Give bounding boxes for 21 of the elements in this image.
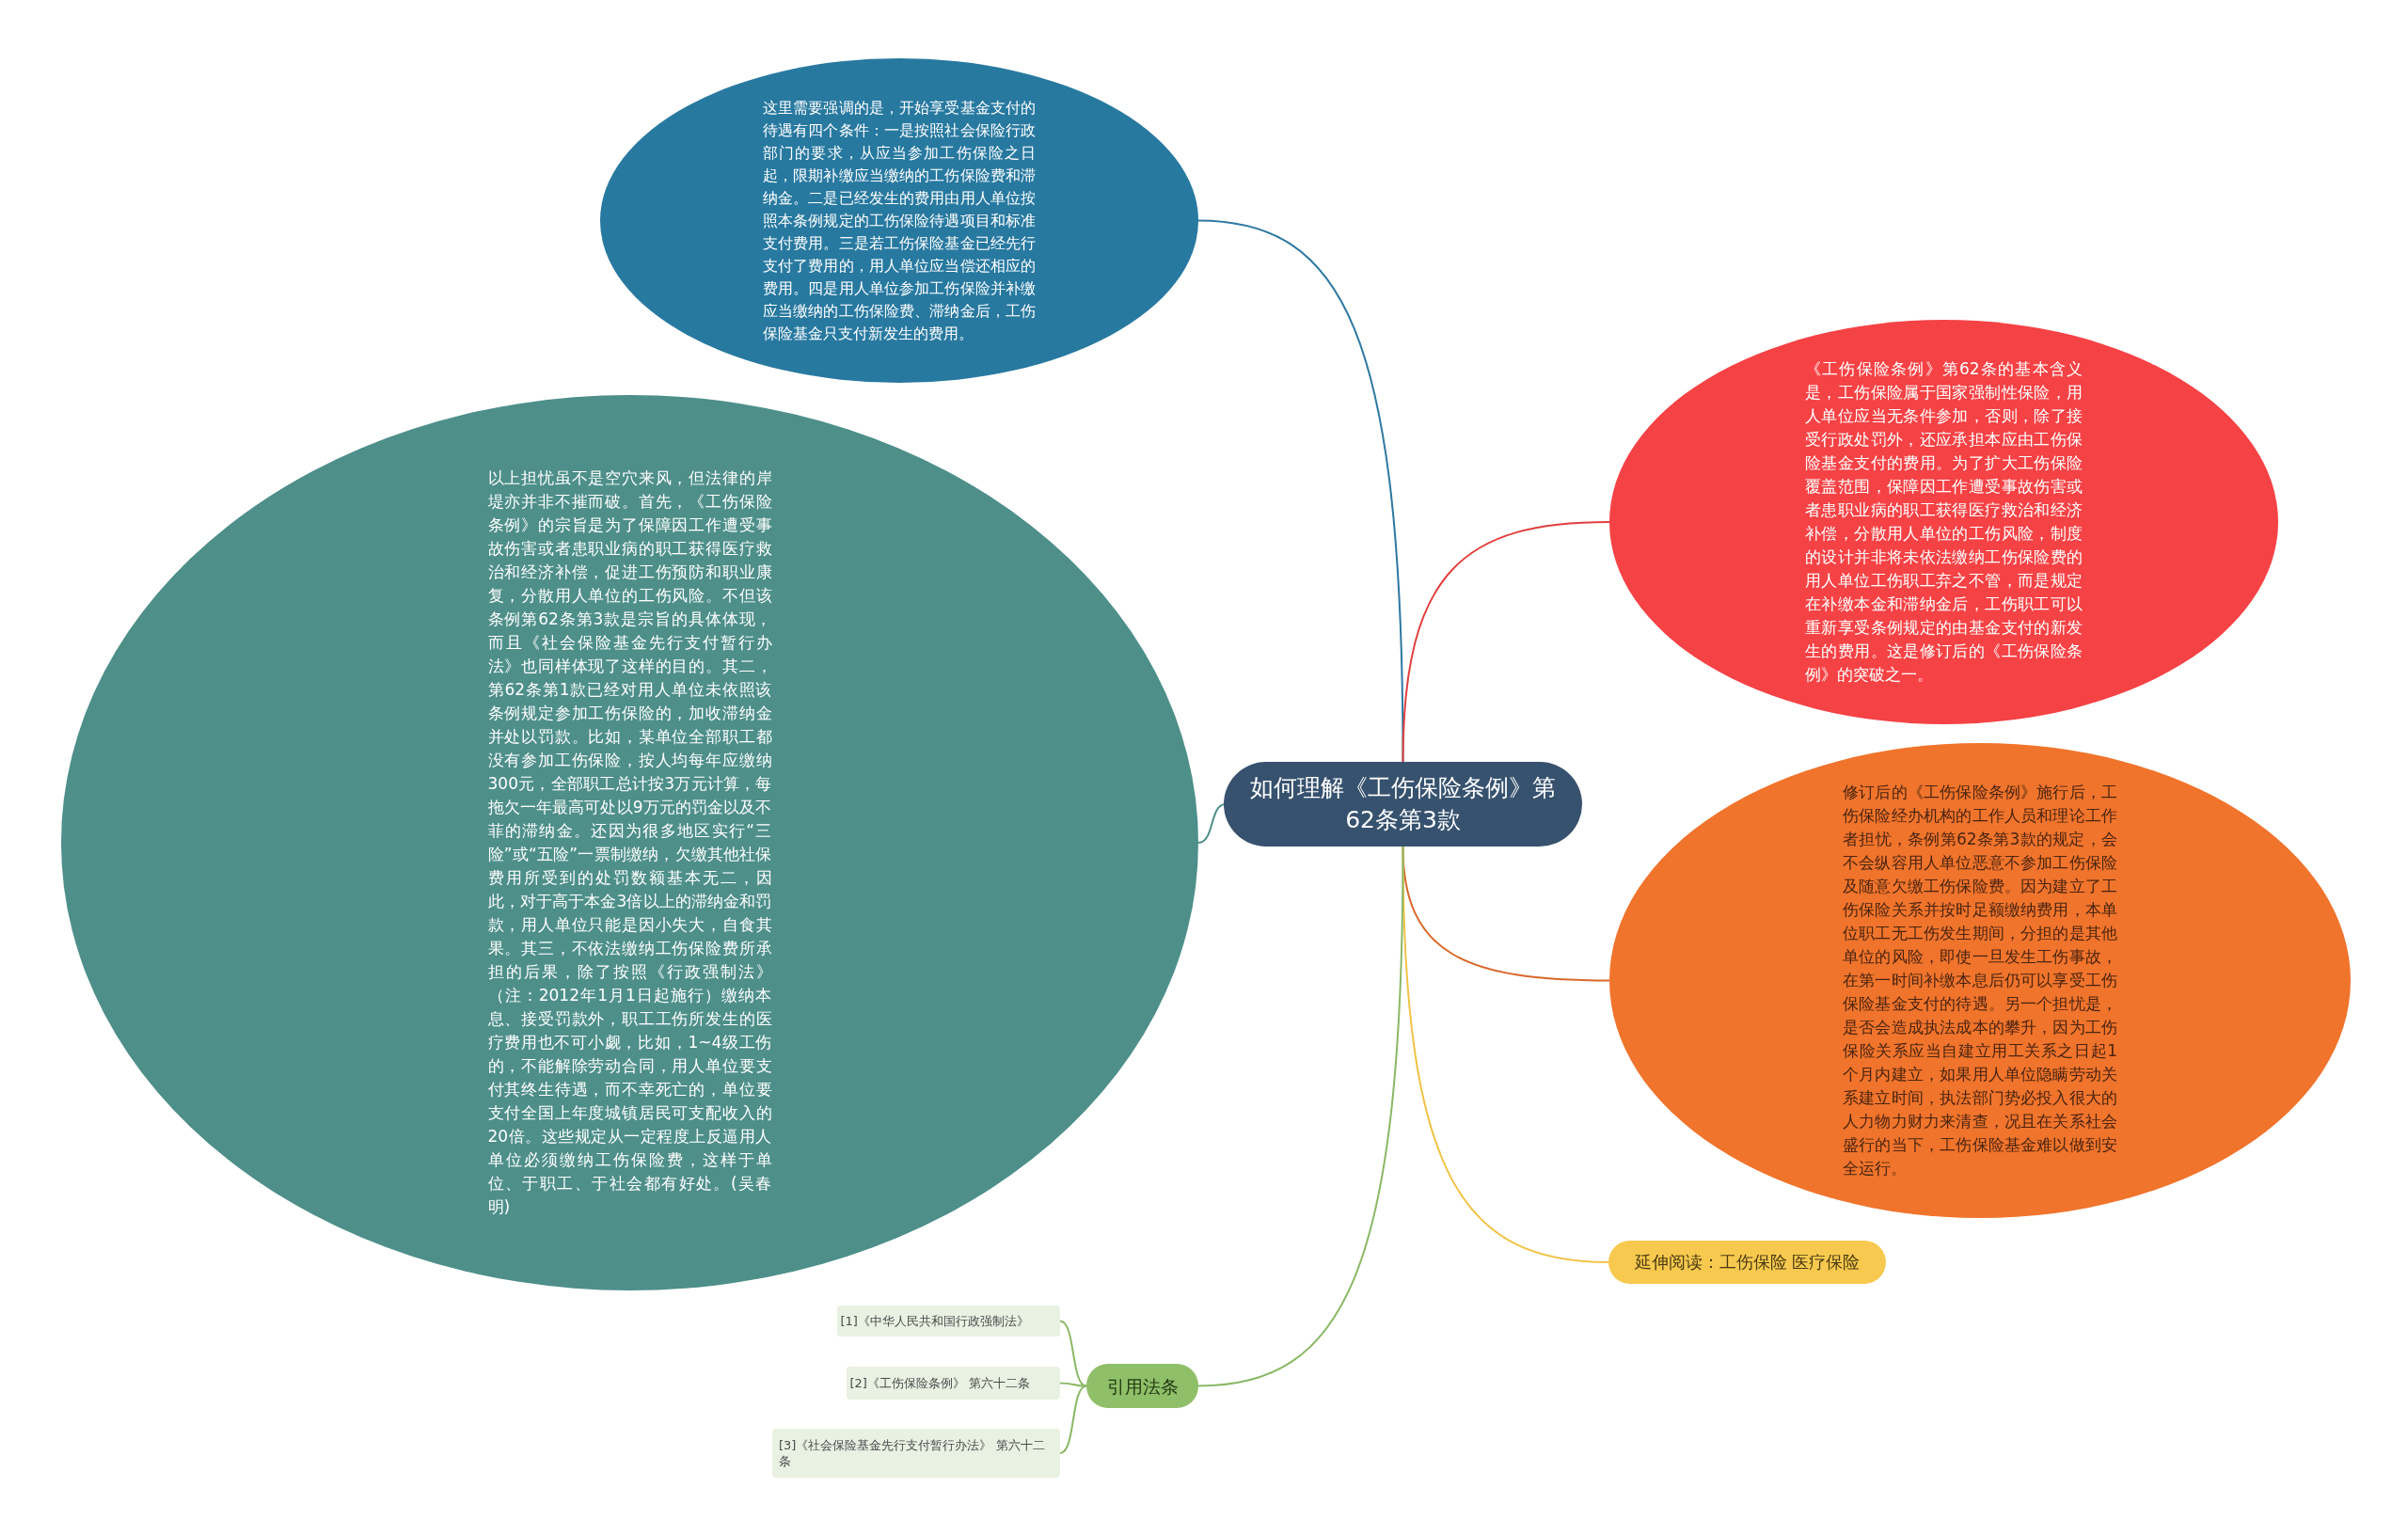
paragraph: 以上担忧虽不是空穴来风，但法律的岸堤亦并非不摧而破。首先，《工伤保险条例》的宗旨是为了保障因工作遭受事故伤害或者患职业病的职工获得医疗救治和经济补偿，促进工伤预防和职业康复，分散用人单位的工伤风险。不但该条例第62条第3款是宗旨的具体体现，而且《社会保险基金先行支付暂行办法》也同样体现了这样的目的。其二，第62条第1款已经对用人单位未依照该条例规定参加工伤保险的，加收滞纳金并处以罚款。比如，某单位全部职工都没有参加工伤保险，按人均每年应缴纳300元，全部职工总计按3万元计算，每拖欠一年最高可处以9万元的罚金以及不菲的滞纳金。还因为很多地区实行“三险”或“五险”一票制缴纳，欠缴其他社保费用所受到的处罚数额基本无二，因此，对于高于本金3倍以上的滞纳金和罚款，用人单位只能是因小失大，自食其果。其三，不依法缴纳工伤保险费所承担的后果，除了按照《行政强制法》（注：2012年1月1日起施行）缴纳本息、接受罚款外，职工工伤所发生的医疗费用也不可小觑，比如，1~4级工伤的，不能解除劳动合同，用人单位要支付其终生待遇，而不幸死亡的，单位要支付全国上年度城镇居民可支配收入的20倍。这些规定从一定程度上反逼用人单位必须缴纳工伤保险费，这样于单位、于职工、于社会都有好处。(吴春明) — [487, 467, 772, 1218]
connector-line — [1197, 846, 1404, 1387]
paragraph: 这里需要强调的是，开始享受基金支付的待遇有四个条件：一是按照社会保险行政部门的要求，从应当参加工伤保险之日起，限期补缴应当缴纳的工伤保险费和滞纳金。二是已经发生的费用由用人单位按照本条例规定的工伤保险待遇项目和标准支付费用。三是若工伤保险基金已经先行支付了费用的，用人单位应当偿还相应的费用。四是用人单位参加工伤保险并补缴应当缴纳的工伤保险费、滞纳金后，工伤保险基金只支付新发生的费用。 — [763, 97, 1036, 344]
connector-line — [1059, 1382, 1087, 1387]
connector-line — [1197, 219, 1404, 763]
paragraph: 《工伤保险条例》第62条的基本含义是，工伤保险属于国家强制性保险，用人单位应当无条件参加，否则，除了接受行政处罚外，还应承担本应由工伤保险基金支付的费用。为了扩大工伤保险覆盖范围，保障因工作遭受事故伤害或者患职业病的职工获得医疗救治和经济补偿，分散用人单位的工伤风险，制度的设计并非将未依法缴纳工伤保险费的用人单位工伤职工弃之不管，而是规定在补缴本金和滞纳金后，工伤职工可以重新享受条例规定的由基金支付的新发生的费用。这是修订后的《工伤保险条例》的突破之一。 — [1805, 358, 2083, 686]
reference-box — [837, 1306, 1060, 1337]
reference-box — [772, 1429, 1060, 1478]
topic-title: 如何理解《工伤保险条例》第62条第3款 — [1249, 773, 1557, 835]
connector-line — [1402, 521, 1610, 763]
reference-text: [1]《中华人民共和国行政强制法》 — [840, 1313, 1030, 1329]
reference-text: [2]《工伤保险条例》 第六十二条 — [849, 1375, 1032, 1391]
subtopic-box — [1086, 1364, 1198, 1408]
subtopic-box — [1608, 1241, 1886, 1284]
connector-line — [1059, 1385, 1087, 1454]
topic-label: 延伸阅读：工伤保险 医疗保险 — [1633, 1251, 1861, 1274]
paragraph: 修订后的《工伤保险条例》施行后，工伤保险经办机构的工作人员和理论工作者担忧，条例第62条第3款的规定，会不会纵容用人单位恶意不参加工伤保险及随意欠缴工伤保险费。因为建立了工伤保险关系并按时足额缴纳费用，本单位职工无工伤发生期间，分担的是其他单位的风险，即使一旦发生工伤事故，在第一时间补缴本息后仍可以享受工伤保险基金支付的待遇。另一个担忧是，是否会造成执法成本的攀升，因为工伤保险关系应当自建立用工关系之日起1个月内建立，如果用人单位隐瞒劳动关系建立时间，执法部门势必投入很大的人力物力财力来清查，况且在关系社会盛行的当下，工伤保险基金难以做到安全运行。 — [1843, 782, 2117, 1179]
connector-line — [1402, 846, 1609, 1263]
topic-label: 引用法条 — [1105, 1374, 1180, 1398]
reference-box — [847, 1367, 1060, 1400]
reference-text: [3]《社会保险基金先行支付暂行办法》 第六十二条 — [779, 1437, 1046, 1469]
